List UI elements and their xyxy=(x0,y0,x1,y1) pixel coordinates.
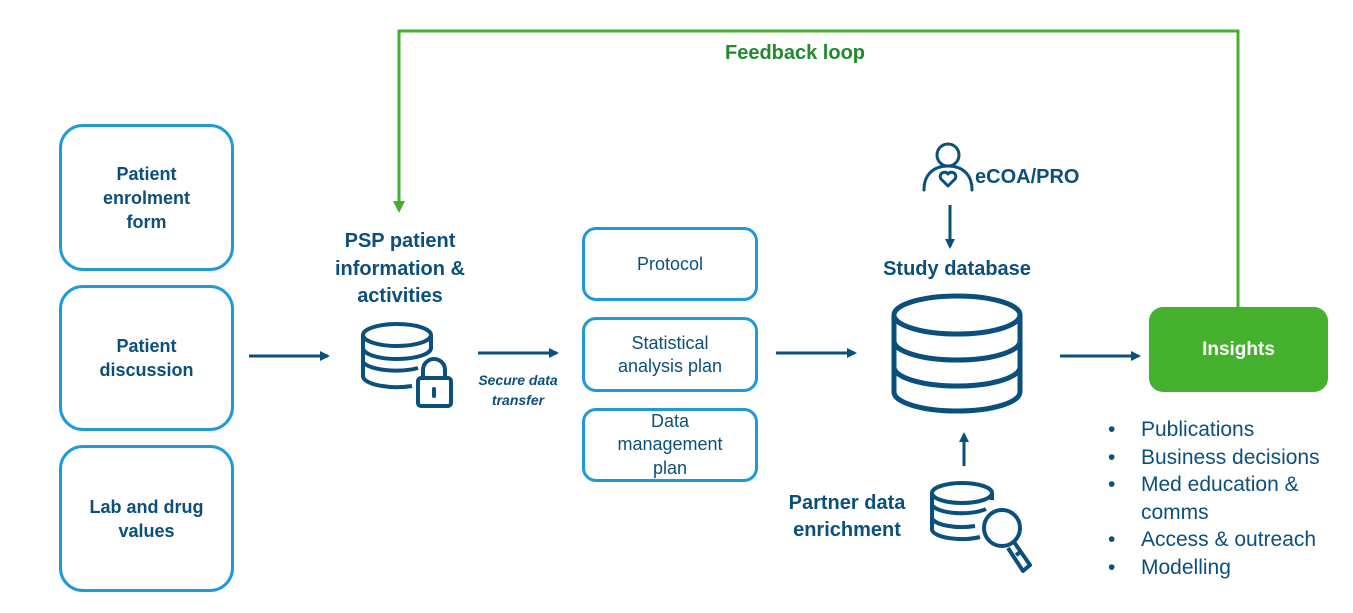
study-database-title: Study database xyxy=(883,258,1031,280)
list-item: • Med education & xyxy=(1108,471,1320,499)
source-box-lab-and-drug-values: Lab and drug values xyxy=(59,445,234,592)
partner-title-line: enrichment xyxy=(793,519,901,541)
doc-box-data-management-plan: Data management plan xyxy=(582,408,758,482)
database-search-icon xyxy=(930,481,1032,573)
doc-label-line: plan xyxy=(652,457,687,478)
list-item-text: Access & outreach xyxy=(1141,528,1317,551)
list-item-text: Modelling xyxy=(1141,555,1231,579)
list-item-text: Business decisions xyxy=(1141,445,1320,469)
source-label-line: Lab and drug xyxy=(89,496,204,517)
bullet-icon: • xyxy=(1108,555,1116,579)
doc-box-protocol: Protocol xyxy=(582,227,758,301)
insights-outcomes-list: • Publications • Business decisions • Med e… xyxy=(1108,416,1320,581)
doc-label-line: Statistical xyxy=(631,332,709,353)
list-item: • Business decisions xyxy=(1108,444,1320,472)
doc-label-line: Protocol xyxy=(636,253,704,274)
list-item-text: Med education & xyxy=(1141,473,1299,496)
bullet-icon: • xyxy=(1108,445,1116,469)
database-icon xyxy=(891,293,1023,414)
transfer-label-line: Secure data xyxy=(478,372,558,388)
psp-title-line: PSP patient xyxy=(344,230,456,252)
doc-label-line: analysis plan xyxy=(617,355,723,376)
doc-box-statistical-analysis-plan: Statistical analysis plan xyxy=(582,317,758,392)
partner-data-enrichment-title: Partner data enrichment xyxy=(767,490,927,544)
psp-title-line: information & xyxy=(335,257,465,280)
psp-title: PSP patient information & activities xyxy=(310,228,490,311)
ecoa-pro-label: eCOA/PRO xyxy=(975,166,1080,188)
partner-title-line: Partner data xyxy=(788,492,906,514)
database-lock-icon xyxy=(361,322,453,408)
list-item: • Modelling xyxy=(1108,554,1320,582)
source-label-line: enrolment xyxy=(102,187,190,208)
source-label-line: form xyxy=(126,211,167,232)
bullet-icon: • xyxy=(1108,528,1116,551)
source-label-line: discussion xyxy=(99,360,194,380)
insights-box: Insights xyxy=(1149,307,1328,392)
list-item: • Publications xyxy=(1108,416,1320,444)
bullet-icon: • xyxy=(1108,418,1116,441)
doc-label-line: management xyxy=(617,434,723,455)
source-label-line: Patient xyxy=(116,336,177,356)
list-item: • Access & outreach xyxy=(1108,526,1320,554)
patient-heart-icon xyxy=(922,142,974,192)
source-label-line: values xyxy=(118,520,175,541)
list-item-continuation: comms xyxy=(1108,499,1320,527)
source-label-line: Patient xyxy=(116,163,177,184)
insights-label: Insights xyxy=(1202,338,1275,360)
psp-title-line: activities xyxy=(357,285,443,307)
bullet-icon: • xyxy=(1108,473,1116,496)
secure-data-transfer-label: Secure data transfer xyxy=(462,370,574,410)
doc-label-line: Data xyxy=(650,410,689,431)
list-item-text: comms xyxy=(1141,500,1209,524)
list-item-text: Publications xyxy=(1141,418,1255,441)
transfer-label-line: transfer xyxy=(491,392,545,408)
feedback-loop-line xyxy=(393,29,1240,307)
source-box-patient-discussion: Patient discussion xyxy=(59,285,234,431)
feedback-loop-label: Feedback loop xyxy=(724,42,866,64)
source-box-patient-enrolment-form: Patient enrolment form xyxy=(59,124,234,271)
